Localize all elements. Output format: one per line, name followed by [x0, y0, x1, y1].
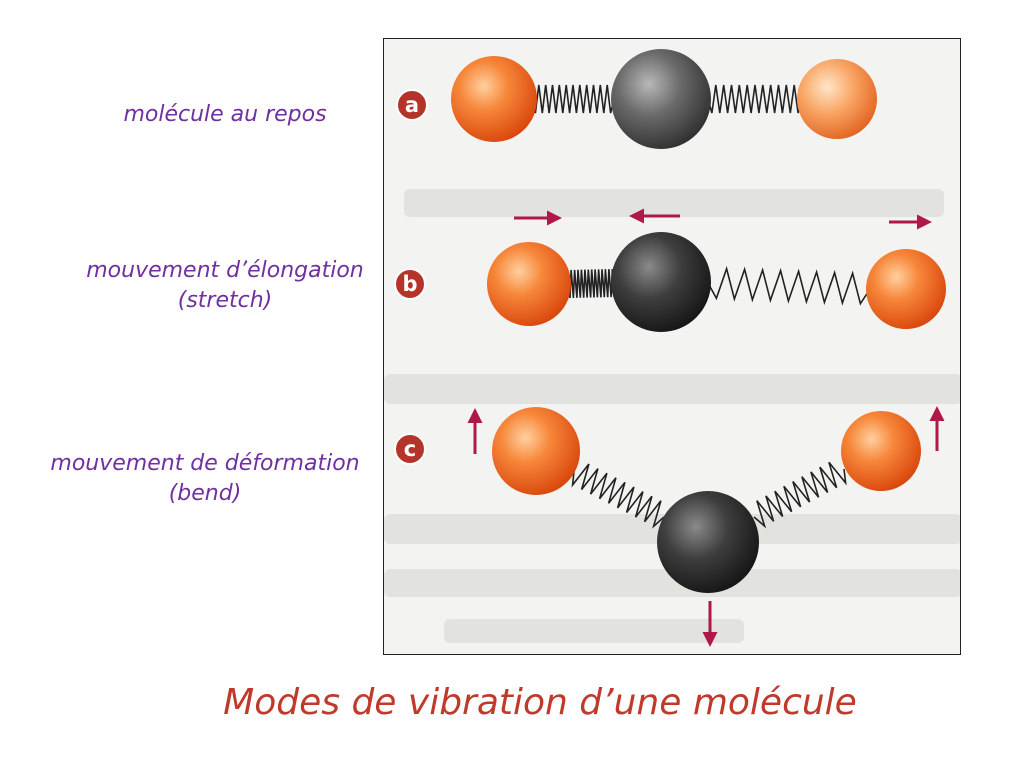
spring-a-left — [531, 84, 615, 114]
atom-b-left — [487, 242, 571, 326]
background-bleed — [384, 189, 960, 643]
atom-a-center — [611, 49, 711, 149]
atom-a-left — [451, 56, 537, 142]
atom-c-left — [492, 407, 580, 495]
label-rest-molecule: molécule au repos — [60, 100, 390, 130]
row-b-molecule — [487, 208, 946, 332]
spring-a-right — [707, 84, 803, 114]
atom-b-right — [866, 249, 946, 329]
label-bend-line2: (bend) — [168, 481, 242, 506]
label-bend-mode: mouvement de déformation (bend) — [20, 449, 390, 509]
row-a-molecule — [451, 49, 877, 149]
badge-c-text: c — [404, 437, 416, 461]
figure-caption: Modes de vibration d’une molécule — [223, 682, 857, 723]
badge-a: a — [396, 89, 428, 121]
atom-c-center — [657, 491, 759, 593]
badge-b-text: b — [402, 272, 417, 296]
badge-c: c — [394, 433, 426, 465]
row-c-molecule — [467, 406, 945, 647]
badge-b: b — [394, 268, 426, 300]
label-stretch-mode: mouvement d’élongation (stretch) — [40, 256, 410, 316]
label-rest-text: molécule au repos — [123, 102, 327, 127]
spring-c-left — [571, 463, 665, 529]
label-stretch-line2: (stretch) — [177, 288, 273, 313]
spring-b-left — [567, 269, 617, 299]
atom-c-right — [841, 411, 921, 491]
vibration-diagram: a b c — [384, 49, 960, 647]
label-bend-line1: mouvement de déformation — [50, 451, 360, 476]
spring-c-right — [753, 461, 847, 529]
atom-b-center — [611, 232, 711, 332]
label-stretch-line1: mouvement d’élongation — [86, 258, 364, 283]
badge-a-text: a — [405, 93, 419, 117]
vibration-figure: a b c — [383, 38, 961, 655]
atom-a-right — [797, 59, 877, 139]
spring-b-right — [707, 265, 871, 306]
